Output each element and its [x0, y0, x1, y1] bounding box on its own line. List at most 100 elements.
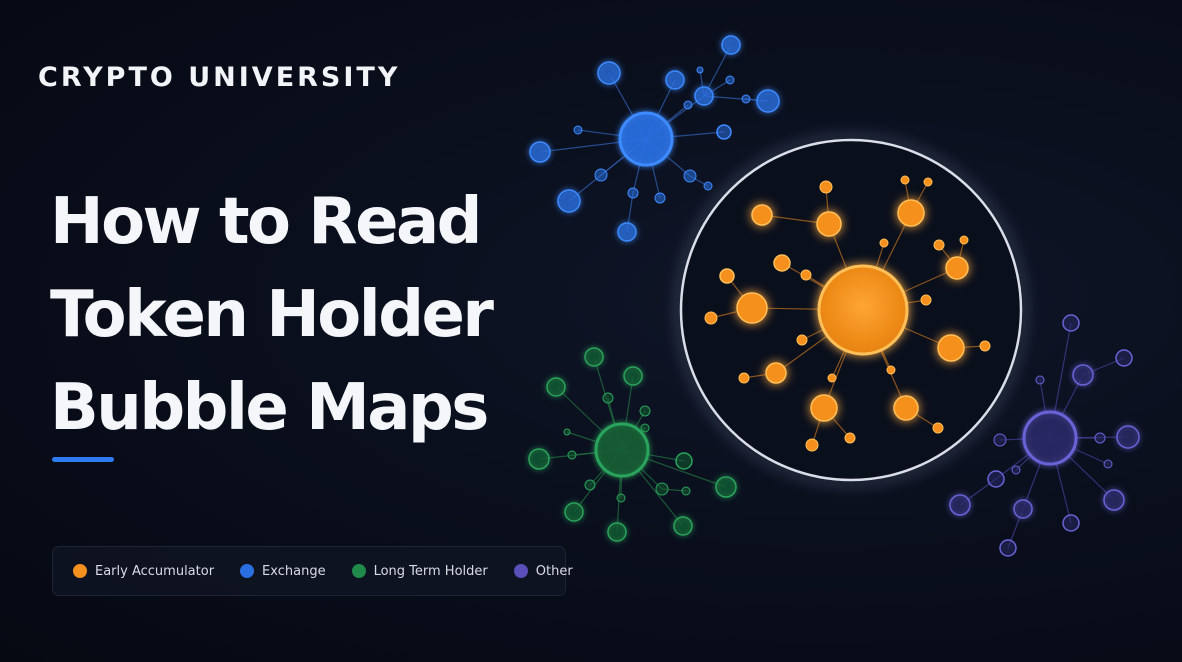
other-bubble	[1062, 514, 1080, 532]
exchange-bubble	[573, 125, 583, 135]
early-accumulator-bubble	[704, 311, 718, 325]
legend-item-early-accumulator: Early Accumulator	[73, 564, 214, 579]
other-bubble	[1062, 314, 1080, 332]
legend-item-exchange: Exchange	[240, 564, 326, 579]
early-accumulator-bubble	[959, 235, 969, 245]
legend-swatch-early-accumulator	[73, 564, 87, 578]
early-accumulator-bubble	[932, 422, 944, 434]
brand-name: CRYPTO UNIVERSITY	[38, 62, 401, 93]
exchange-bubble	[694, 86, 714, 106]
legend-swatch-long-term-holder	[351, 564, 366, 578]
exchange-bubble	[627, 187, 639, 199]
early-accumulator-bubble	[900, 175, 910, 185]
exchange-bubble	[741, 94, 751, 104]
early-accumulator-hub-bubble	[817, 264, 909, 356]
exchange-hub-bubble	[618, 111, 674, 167]
long-term-holder-bubble	[528, 448, 550, 470]
legend-swatch-exchange	[240, 564, 255, 578]
legend-label: Other	[535, 563, 573, 579]
title-line-3: Bubble Maps	[50, 371, 489, 445]
long-term-holder-bubble	[681, 486, 691, 496]
exchange-bubble	[597, 61, 621, 85]
title-line-1: How to Read	[50, 185, 482, 259]
exchange-bubble	[716, 124, 732, 140]
exchange-bubble	[683, 169, 697, 183]
early-accumulator-bubble	[844, 432, 856, 444]
exchange-bubble	[557, 189, 581, 213]
long-term-holder-bubble	[584, 479, 596, 491]
long-term-holder-bubble	[675, 452, 693, 470]
exchange-bubble	[696, 66, 704, 74]
long-term-holder-bubble	[546, 377, 566, 397]
early-accumulator-bubble	[800, 269, 812, 281]
long-term-holder-bubble	[602, 392, 614, 404]
other-bubble	[1035, 375, 1045, 385]
early-accumulator-bubble	[751, 204, 773, 226]
exchange-bubble	[529, 141, 551, 163]
early-accumulator-bubble	[805, 438, 819, 452]
early-accumulator-bubble	[773, 254, 791, 272]
early-accumulator-bubble	[893, 395, 919, 421]
other-bubble	[949, 494, 971, 516]
long-term-holder-bubble	[616, 493, 626, 503]
early-accumulator-bubble	[810, 394, 838, 422]
long-term-holder-bubble	[640, 423, 650, 433]
ring-glow	[673, 132, 1029, 488]
early-accumulator-bubble	[897, 199, 925, 227]
early-accumulator-bubble	[765, 362, 787, 384]
exchange-bubble	[703, 181, 713, 191]
title-accent-bar	[52, 457, 114, 462]
long-term-holder-hub-bubble	[594, 422, 650, 478]
other-bubble	[993, 433, 1007, 447]
long-term-holder-bubble	[564, 502, 584, 522]
early-accumulator-bubble	[796, 334, 808, 346]
other-bubble	[1115, 349, 1133, 367]
early-accumulator-bubble	[920, 294, 932, 306]
legend-label: Early Accumulator	[95, 563, 215, 579]
early-accumulator-bubble	[819, 180, 833, 194]
long-term-holder-bubble	[639, 405, 651, 417]
other-bubble	[1103, 489, 1125, 511]
legend-swatch-other	[513, 564, 528, 578]
early-accumulator-bubble	[736, 292, 768, 324]
other-bubble	[1116, 425, 1140, 449]
legend-label: Exchange	[262, 563, 326, 579]
long-term-holder-bubble	[715, 476, 737, 498]
early-accumulator-bubble	[933, 239, 945, 251]
other-bubble	[1011, 465, 1021, 475]
early-accumulator-bubble	[923, 177, 933, 187]
exchange-bubble	[665, 70, 685, 90]
other-bubble	[1094, 432, 1106, 444]
other-bubble	[987, 470, 1005, 488]
exchange-bubble	[654, 192, 666, 204]
exchange-bubble	[683, 100, 693, 110]
legend-item-long-term-holder: Long Term Holder	[351, 564, 488, 579]
long-term-holder-bubble	[563, 428, 571, 436]
category-legend: Early Accumulator Exchange Long Term Hol…	[52, 546, 573, 596]
early-accumulator-bubble	[886, 365, 896, 375]
page-title: How to Read Token Holder Bubble Maps	[50, 176, 570, 455]
long-term-holder-bubble	[623, 366, 643, 386]
early-accumulator-bubble	[945, 256, 969, 280]
exchange-bubble	[725, 75, 735, 85]
other-bubble	[999, 539, 1017, 557]
early-accumulator-bubble	[816, 211, 842, 237]
exchange-bubble	[594, 168, 608, 182]
network-nodes	[528, 35, 1140, 557]
early-accumulator-bubble	[879, 238, 889, 248]
exchange-bubble	[617, 222, 637, 242]
other-bubble	[1072, 364, 1094, 386]
long-term-holder-bubble	[584, 347, 604, 367]
other-hub-bubble	[1022, 410, 1078, 466]
early-accumulator-bubble	[827, 373, 837, 383]
early-accumulator-bubble	[937, 334, 965, 362]
exchange-bubble	[756, 89, 780, 113]
title-line-2: Token Holder	[50, 278, 494, 352]
other-bubble	[1013, 499, 1033, 519]
exchange-bubble	[721, 35, 741, 55]
legend-item-other: Other	[513, 563, 573, 579]
early-accumulator-bubble	[738, 372, 750, 384]
long-term-holder-bubble	[673, 516, 693, 536]
